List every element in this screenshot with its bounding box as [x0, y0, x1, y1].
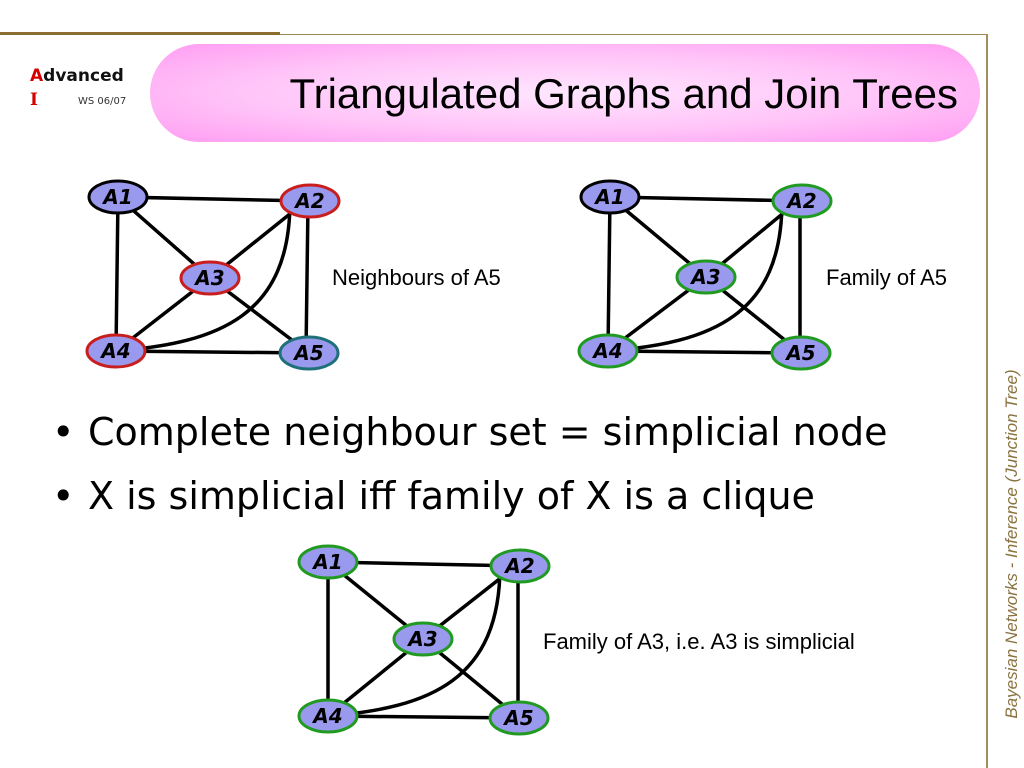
node-a3: A3: [675, 259, 737, 295]
edge-a4-a5: [114, 349, 311, 355]
node-a2: A2: [279, 183, 341, 219]
slide-title: Triangulated Graphs and Join Trees: [289, 70, 959, 117]
edge-a1-a2: [116, 195, 312, 203]
node-label: A2: [785, 189, 816, 213]
right-rule: [986, 34, 988, 768]
edge-a2-a5: [304, 201, 310, 355]
node-a4: A4: [85, 333, 147, 369]
bullet-text: Complete neighbour set = simplicial node: [88, 410, 888, 454]
graph-family-of-a3: A1 A2 A3 A4 A5: [297, 544, 551, 736]
edge-a1-a4: [114, 195, 120, 353]
node-a3: A3: [392, 621, 454, 657]
edge-a4-a2-curve: [114, 199, 292, 353]
node-label: A1: [101, 185, 132, 209]
caption-neighbours-of-a5: Neighbours of A5: [332, 265, 501, 290]
node-a4: A4: [577, 333, 639, 369]
node-a2: A2: [771, 183, 833, 219]
node-a4: A4: [297, 698, 359, 734]
node-a5: A5: [278, 335, 340, 371]
node-a1: A1: [297, 544, 359, 580]
caption-family-of-a5: Family of A5: [826, 265, 948, 290]
edge-a4-a5: [606, 349, 803, 355]
course-logo: Advanced I WS 06/07: [30, 66, 150, 116]
bullet-text: X is simplicial iff family of X is a cli…: [88, 474, 815, 518]
top-rule-accent: [0, 32, 280, 35]
node-label: A3: [689, 265, 720, 289]
node-label: A2: [503, 554, 534, 578]
node-label: A4: [311, 704, 342, 728]
node-label: A3: [193, 266, 224, 290]
node-a1: A1: [579, 179, 641, 215]
bullet-marker: •: [52, 474, 75, 518]
bullet-item: • Complete neighbour set = simplicial nod…: [52, 400, 952, 464]
node-a5: A5: [488, 700, 550, 736]
edge-a1-a2: [326, 560, 522, 568]
logo-word-rest: dvanced: [43, 66, 124, 86]
node-label: A5: [784, 341, 815, 365]
bullet-list: • Complete neighbour set = simplicial nod…: [52, 400, 952, 528]
caption-family-of-a3: Family of A3, i.e. A3 is simplicial: [543, 629, 855, 654]
node-label: A4: [591, 339, 622, 363]
top-rule: [0, 34, 988, 35]
node-a1: A1: [87, 179, 149, 215]
edge-a1-a4: [606, 195, 612, 353]
course-topic-sidebar: Bayesian Networks - Inference (Junction …: [1002, 369, 1021, 719]
logo-semester: WS 06/07: [78, 96, 127, 107]
node-label: A3: [406, 627, 437, 651]
bullet-marker: •: [52, 410, 75, 454]
node-a5: A5: [770, 335, 832, 371]
graph-neighbours-of-a5: A1 A2 A3 A4 A5: [85, 179, 341, 371]
node-label: A1: [311, 550, 342, 574]
node-label: A2: [293, 189, 324, 213]
edge-a1-a2: [608, 195, 804, 203]
bullet-item: • X is simplicial iff family of X is a cl…: [52, 464, 952, 528]
node-a2: A2: [489, 548, 551, 584]
logo-line1: Advanced: [30, 66, 124, 86]
node-a3: A3: [179, 260, 241, 296]
graph-family-of-a5: A1 A2 A3 A4 A5: [577, 179, 833, 371]
edge-a4-a5: [326, 714, 521, 720]
edge-a4-a2-curve: [606, 199, 784, 353]
node-label: A5: [502, 706, 533, 730]
title-banner: Triangulated Graphs and Join Trees: [150, 44, 980, 142]
node-label: A5: [292, 341, 323, 365]
node-label: A1: [593, 185, 624, 209]
edge-a4-a2-curve: [326, 564, 502, 718]
logo-initial-a: A: [30, 66, 44, 86]
node-label: A4: [99, 339, 130, 363]
logo-line2: I: [30, 90, 38, 110]
